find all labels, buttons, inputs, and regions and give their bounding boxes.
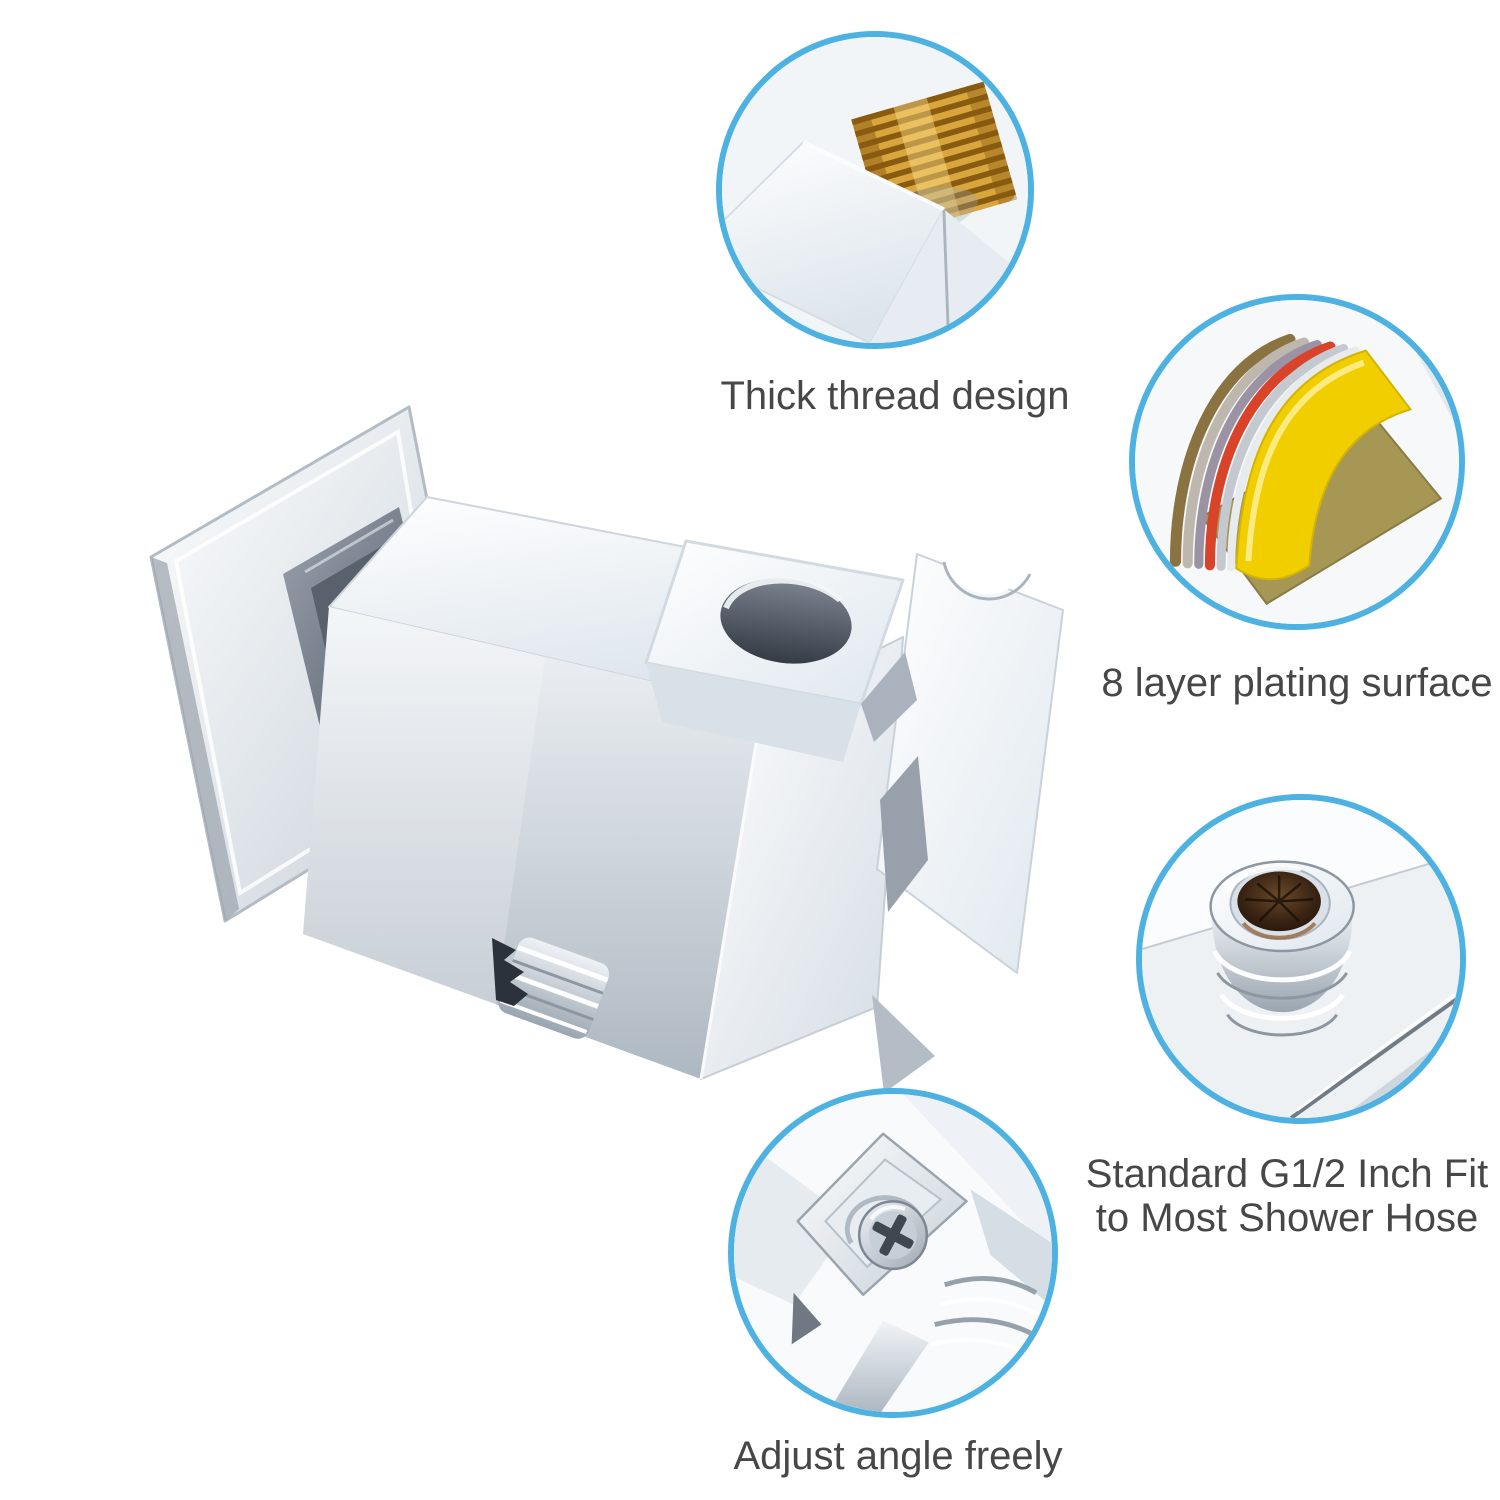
screw-icon	[857, 1200, 929, 1271]
plating-layers-icon	[1169, 333, 1360, 572]
outlet-thread-shadow	[492, 938, 528, 1006]
callout-thread-label: Thick thread design	[720, 374, 1070, 418]
plating-layers-macro-image	[1135, 300, 1459, 624]
swivel-bar	[828, 1320, 929, 1412]
handset-holder-arm	[872, 502, 1064, 1093]
dark-wedge	[791, 1292, 822, 1345]
callout-angle-circle	[728, 1088, 1058, 1418]
callout-g12-label-line1: Standard G1/2 Inch Fit	[1085, 1152, 1489, 1196]
g12-thread-macro-image	[1142, 800, 1460, 1118]
callout-g12-label: Standard G1/2 Inch Fit to Most Shower Ho…	[1086, 1152, 1488, 1240]
handset-holder-cradle	[644, 539, 917, 762]
yellow-top-layer	[1235, 349, 1413, 581]
bright-edge	[1296, 989, 1460, 1112]
callout-plating-circle	[1129, 294, 1465, 630]
block-edge-highlight	[699, 706, 764, 1080]
callout-plating-label: 8 layer plating surface	[1101, 661, 1493, 705]
swivel-mechanism-macro-image	[734, 1094, 1052, 1412]
callout-angle-label: Adjust angle freely	[733, 1434, 1063, 1478]
g12-fitting-icon	[1209, 860, 1355, 1037]
callout-g12-circle	[1136, 794, 1466, 1124]
chrome-mass-left	[734, 1133, 854, 1305]
callout-g12-label-line2: to Most Shower Hose	[1095, 1196, 1479, 1240]
dark-edge	[1289, 995, 1460, 1118]
callout-thread-circle	[716, 31, 1034, 349]
yellow-layer-highlight	[1245, 359, 1365, 562]
brass-thread-macro-image	[722, 37, 1028, 343]
handset-holder-cradle-hole	[720, 578, 852, 664]
chrome-bar-right	[970, 1189, 1052, 1307]
mounting-block-front-face	[303, 607, 762, 1079]
front-face-sheen	[303, 607, 545, 1009]
